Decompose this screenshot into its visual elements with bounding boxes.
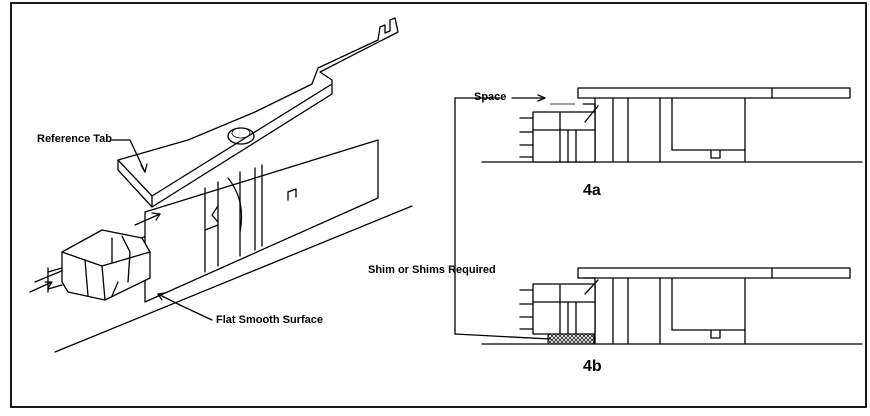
shim-label: Shim or Shims Required: [368, 264, 496, 276]
isometric-tool-drawing: [29, 17, 413, 353]
section-view-4b: [454, 267, 863, 345]
space-label: Space: [474, 91, 507, 103]
section-view-4a: [481, 87, 863, 163]
figure-4b-label: 4b: [583, 358, 602, 375]
frame-border: [10, 2, 867, 408]
reference-tab-label: Reference Tab: [37, 133, 112, 145]
figure-4a-label: 4a: [583, 182, 601, 199]
flat-surface-label: Flat Smooth Surface: [216, 314, 323, 326]
shim: [547, 333, 595, 345]
